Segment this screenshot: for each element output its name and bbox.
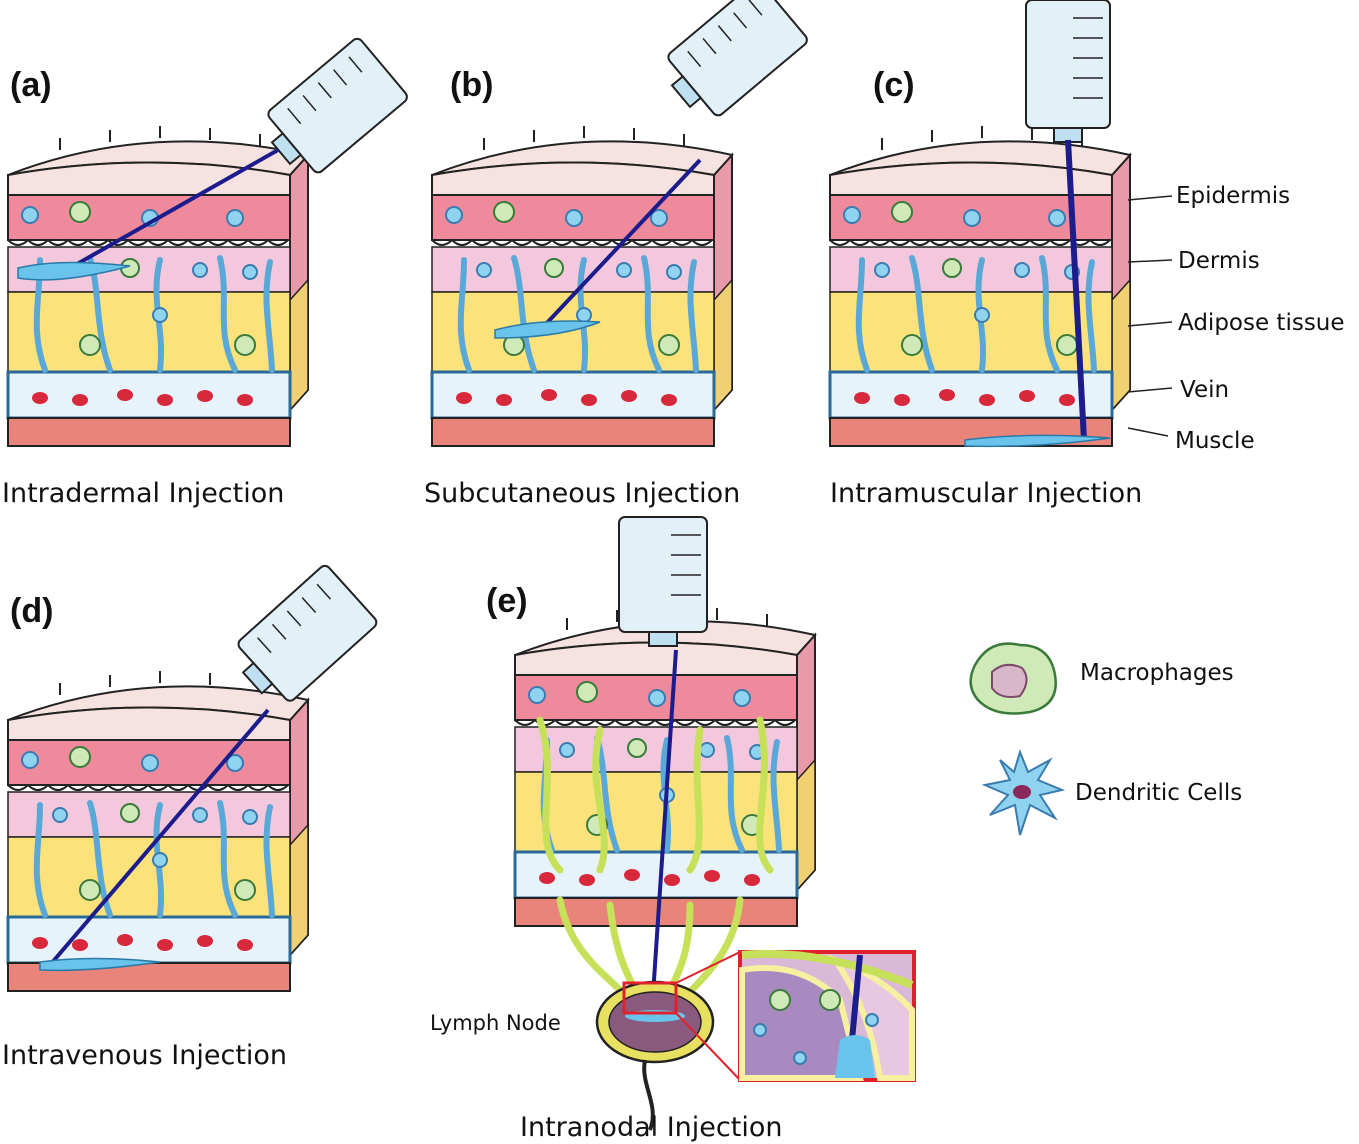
injectate-pool <box>494 320 601 339</box>
needle <box>543 158 702 327</box>
injectate-muscle <box>964 434 1111 448</box>
needle <box>650 649 678 1011</box>
needle <box>48 708 270 967</box>
panel-a-letter: (a) <box>10 66 52 104</box>
syringe-icon <box>1025 0 1111 143</box>
panel-c-letter: (c) <box>873 66 915 104</box>
panel-d-letter: (d) <box>10 592 53 630</box>
lymph-vessels <box>536 716 774 996</box>
dendritic-cell-icon <box>981 748 1066 836</box>
legend-dendritic-cells-label: Dendritic Cells <box>1075 780 1242 806</box>
lymph-node-inset <box>738 949 916 1082</box>
layer-labels: Epidermis Dermis Adipose tissue Vein Mus… <box>1127 183 1345 454</box>
macrophage-icon <box>969 642 1057 715</box>
injectate-vein <box>39 957 161 972</box>
panel-e: (e) Lymph Node <box>430 516 916 1143</box>
syringe-icon <box>618 516 708 647</box>
label-muscle: Muscle <box>1175 428 1255 454</box>
panel-a: (a) Intradermal Injection <box>2 35 411 509</box>
panel-d: (d) Intravenous Injection <box>2 562 380 1071</box>
lymph-node-label: Lymph Node <box>430 1011 561 1035</box>
panel-e-letter: (e) <box>486 582 528 620</box>
label-vein: Vein <box>1180 377 1229 403</box>
panel-c-caption: Intramuscular Injection <box>830 478 1142 509</box>
label-epidermis: Epidermis <box>1176 183 1290 209</box>
injectate-bleb <box>17 261 131 281</box>
panel-b-letter: (b) <box>450 66 493 104</box>
needle <box>69 148 279 270</box>
panel-e-caption: Intranodal Injection <box>520 1112 782 1143</box>
label-dermis: Dermis <box>1178 248 1260 274</box>
syringe-icon <box>654 0 811 128</box>
panel-d-caption: Intravenous Injection <box>2 1040 287 1071</box>
label-adipose-tissue: Adipose tissue <box>1178 310 1345 336</box>
panel-c: (c) Intramuscular Injection <box>830 0 1142 509</box>
legend: Macrophages Dendritic Cells <box>969 642 1242 836</box>
legend-macrophages-label: Macrophages <box>1080 660 1234 686</box>
needle <box>1065 139 1087 441</box>
panel-b-caption: Subcutaneous Injection <box>424 478 740 509</box>
panel-a-caption: Intradermal Injection <box>2 478 284 509</box>
panel-b: (b) Subcutaneous Injection <box>424 0 811 509</box>
